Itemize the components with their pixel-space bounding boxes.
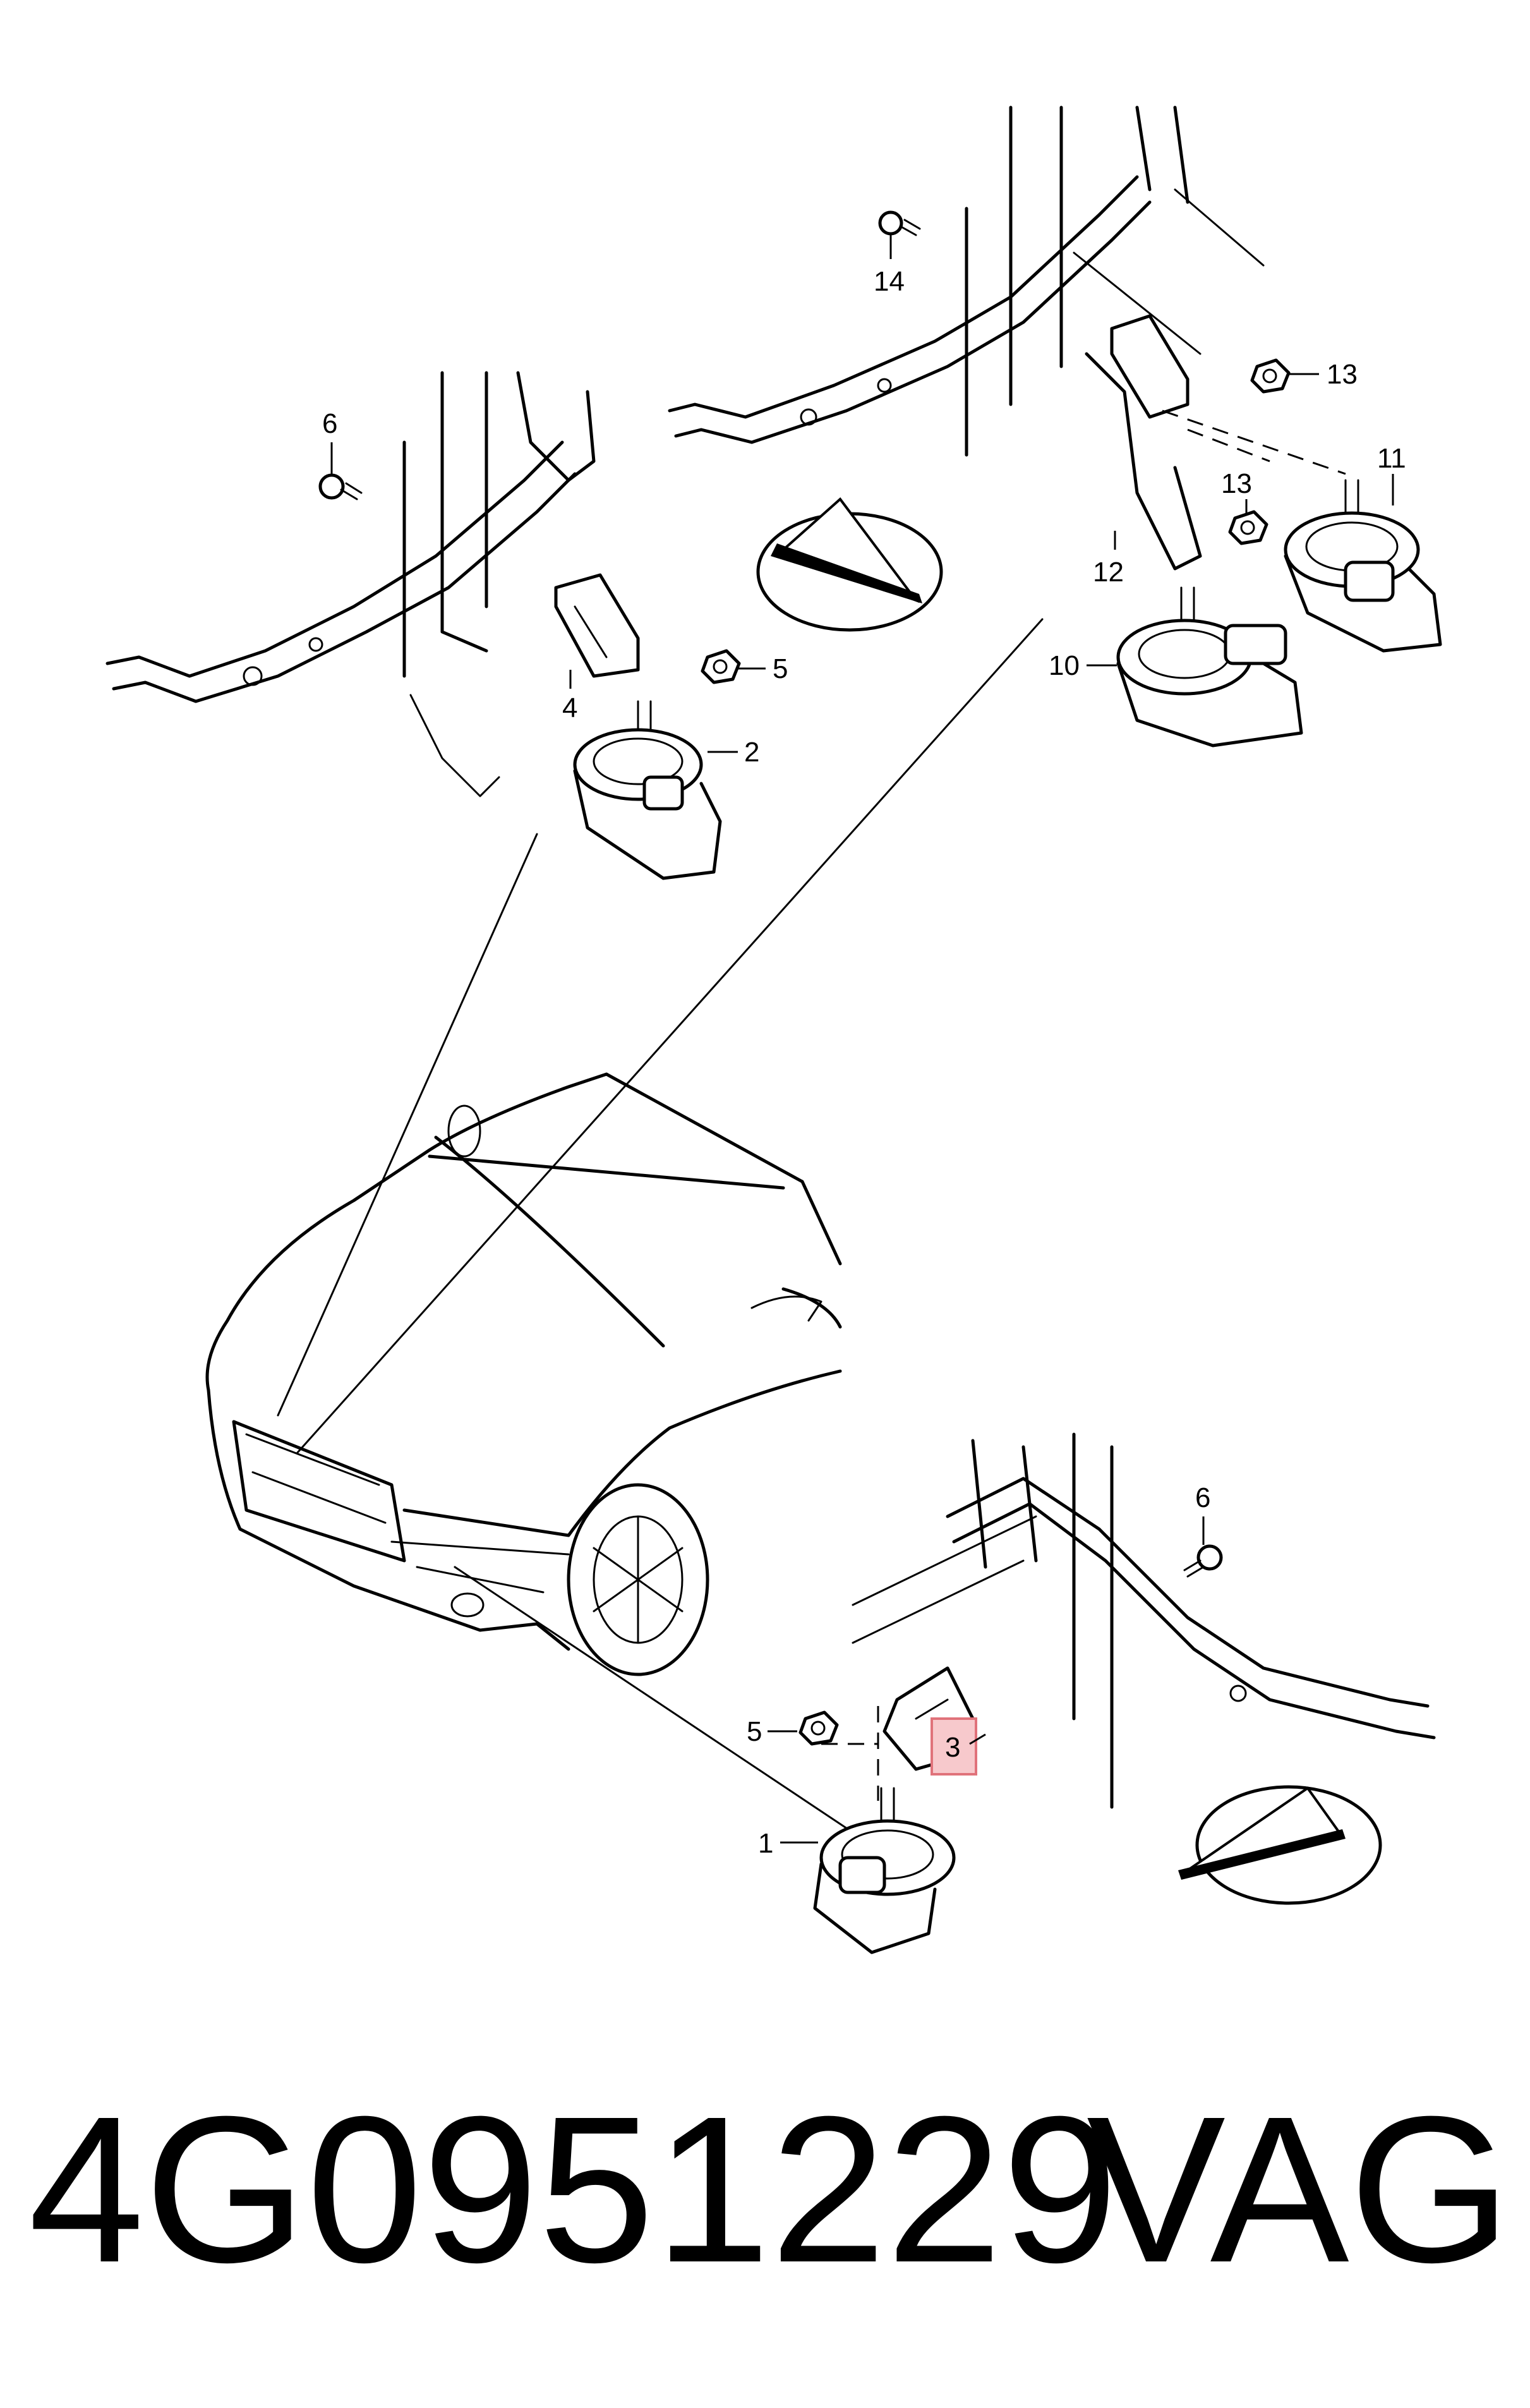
svg-text:1: 1: [758, 1828, 773, 1859]
callout-5-top: 5: [736, 653, 788, 684]
bolt-14: [878, 210, 921, 236]
assembly-top-left: [105, 371, 943, 880]
assembly-bottom: [798, 1432, 1436, 1954]
leader-car-to-bottom: [454, 1566, 854, 1834]
svg-text:4: 4: [562, 693, 577, 723]
callout-10: 10: [1049, 650, 1117, 681]
callout-2: 2: [708, 737, 759, 768]
svg-text:11: 11: [1377, 443, 1406, 474]
svg-text:6: 6: [322, 408, 337, 439]
horn-10: [1116, 586, 1303, 747]
horn-1: [813, 1787, 956, 1954]
leader-car-to-top-right: [296, 618, 1044, 1455]
nut-5-bottom: [798, 1710, 839, 1746]
callout-6-top: 6: [322, 408, 337, 475]
part-number: 4G0951229: [28, 2072, 1118, 2306]
svg-text:13: 13: [1327, 359, 1358, 390]
svg-text:10: 10: [1049, 650, 1080, 681]
orientation-arrow-bottom: [1178, 1785, 1382, 1905]
callout-5-bottom: 5: [747, 1716, 797, 1747]
orientation-arrow-top: [756, 497, 943, 632]
svg-text:5: 5: [747, 1716, 762, 1747]
horn-11: [1284, 479, 1442, 653]
bolt-6-top-left: [318, 473, 363, 500]
svg-text:14: 14: [874, 266, 905, 297]
callout-11: 11: [1377, 443, 1406, 505]
callout-12: 12: [1093, 531, 1124, 588]
svg-text:6: 6: [1195, 1482, 1210, 1513]
callout-3-highlighted[interactable]: 3: [931, 1717, 986, 1776]
svg-text:5: 5: [773, 653, 788, 684]
callout-6-bottom: 6: [1195, 1482, 1210, 1545]
nut-5-top-left: [701, 649, 741, 684]
car-illustration: [205, 1072, 842, 1676]
callout-13-lower: 13: [1221, 468, 1252, 513]
bolt-6-bottom: [1183, 1544, 1223, 1578]
callout-4: 4: [562, 670, 577, 723]
svg-text:12: 12: [1093, 557, 1124, 588]
svg-text:2: 2: [744, 737, 759, 768]
callout-14: 14: [874, 235, 905, 297]
leader-car-to-top-left: [277, 833, 538, 1417]
assembly-top-right: [668, 106, 1442, 747]
svg-text:3: 3: [945, 1732, 960, 1763]
nut-13-upper: [1250, 358, 1291, 394]
callout-1: 1: [758, 1828, 818, 1859]
nut-13-lower: [1228, 510, 1268, 545]
brand-name: VAG: [1087, 2072, 1512, 2306]
callout-13-upper: 13: [1289, 359, 1358, 390]
horn-2: [573, 700, 722, 880]
svg-text:13: 13: [1221, 468, 1252, 499]
